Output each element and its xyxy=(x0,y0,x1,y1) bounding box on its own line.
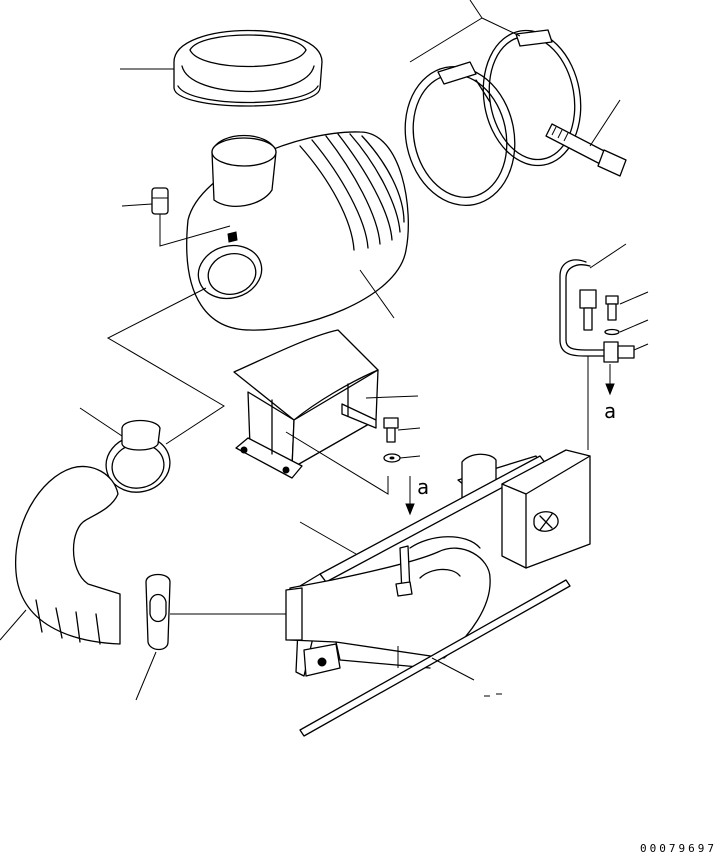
ref-label-a-upper: a xyxy=(604,399,616,423)
leader-line-bands xyxy=(409,0,521,63)
leader-line-seal-strip xyxy=(431,657,475,681)
leader-line-bracket-bolt xyxy=(397,427,421,431)
dust-cap xyxy=(173,29,323,107)
leader-line-vacuum-washer xyxy=(619,319,649,333)
leader-line-vacuum-tube xyxy=(589,243,627,269)
hose-clamp xyxy=(105,419,171,493)
elbow-hose xyxy=(15,465,121,645)
leader-line-vacuum-fitting xyxy=(633,343,649,351)
leader-line-assembly xyxy=(106,287,225,445)
vacuum-tube-bolt xyxy=(605,295,619,321)
leader-line-vacuum-bolt xyxy=(619,291,649,305)
mounting-band-left xyxy=(404,61,516,207)
bracket-washer xyxy=(383,453,401,463)
leader-line-seal-end xyxy=(484,693,502,697)
short-hose xyxy=(145,573,171,651)
duct-fitting xyxy=(395,545,413,597)
leader-line-bolt xyxy=(589,99,621,147)
leader-line-elbow-hose xyxy=(0,609,27,641)
mounting-bracket xyxy=(233,329,379,479)
leader-line-bracket-base xyxy=(285,431,389,495)
vacuum-tube xyxy=(559,259,635,363)
air-cleaner-body xyxy=(186,131,409,331)
vacuum-tube-washer xyxy=(604,328,620,336)
leader-line-panel xyxy=(299,521,357,555)
mounting-band-right xyxy=(482,29,582,167)
seal-strip xyxy=(299,579,571,737)
leader-line-bracket xyxy=(365,395,419,399)
leader-line-body xyxy=(359,269,395,319)
leader-line-hose-clamp xyxy=(79,407,123,437)
leader-line-short-hose xyxy=(135,651,157,701)
bracket-bolt xyxy=(383,417,399,443)
leader-line-indicator xyxy=(121,203,231,247)
ref-label-a-lower: a xyxy=(417,475,429,499)
leader-line-washer xyxy=(399,455,421,459)
intake-duct xyxy=(285,536,491,677)
dust-indicator xyxy=(151,187,169,215)
reference-arrow-lower xyxy=(405,476,415,516)
long-bolt xyxy=(545,123,627,177)
drawing-number: 00079697 xyxy=(640,842,717,855)
reference-arrow-upper xyxy=(605,364,615,396)
duct-mount-box xyxy=(501,449,591,569)
